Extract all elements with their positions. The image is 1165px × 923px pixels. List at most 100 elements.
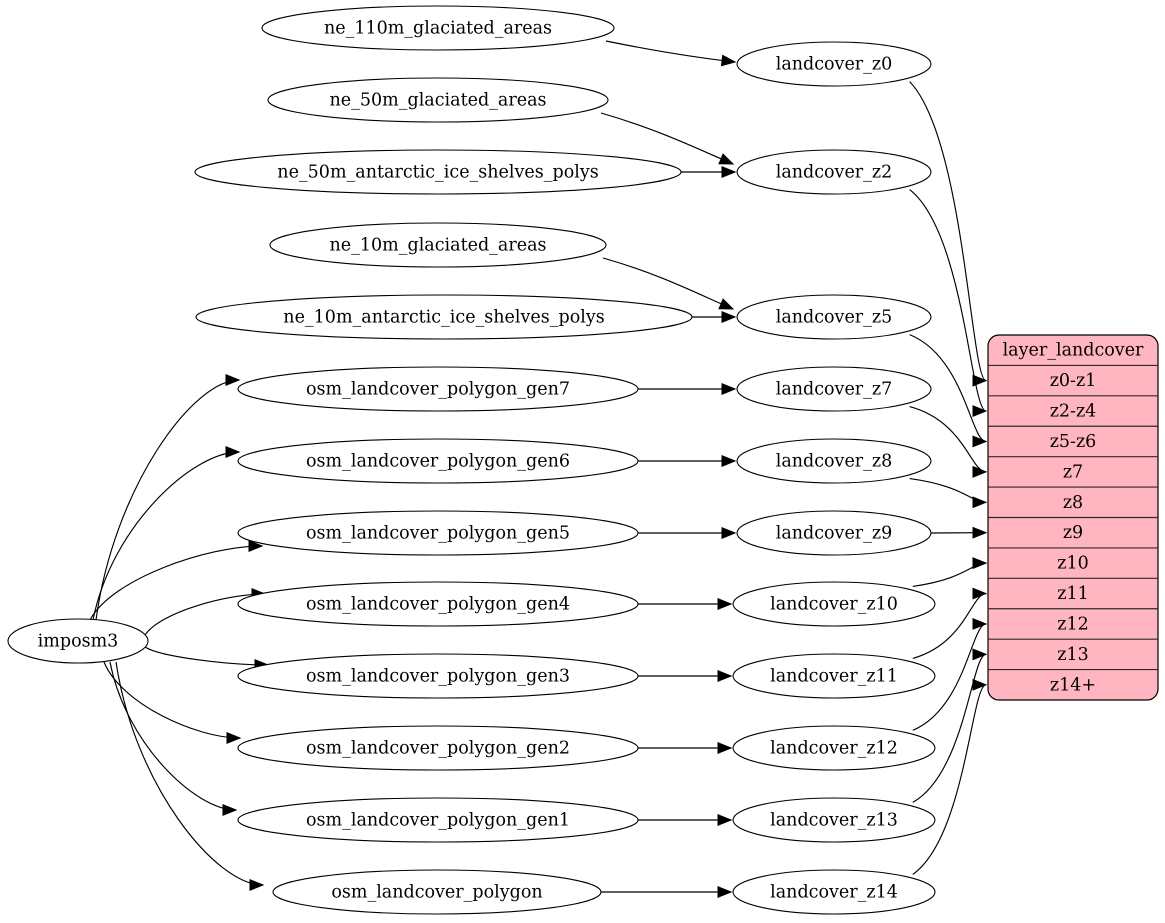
- edge-arrowhead: [249, 879, 265, 891]
- node-label: osm_landcover_polygon_gen3: [306, 667, 570, 687]
- table-row[interactable]: z13: [988, 638, 1158, 665]
- node-label: osm_landcover_polygon_gen2: [306, 739, 570, 759]
- edge-arrowhead: [972, 648, 988, 661]
- table-row[interactable]: z12: [988, 608, 1158, 635]
- node-ellipse-shape: [269, 222, 607, 268]
- node-ellipse-shape: [736, 510, 932, 556]
- node-landcover_z5[interactable]: landcover_z5: [736, 294, 932, 340]
- table-row-label: z2-z4: [1050, 402, 1097, 422]
- table-row[interactable]: z7: [988, 456, 1158, 483]
- node-ellipse-shape: [736, 438, 932, 484]
- node-ellipse-shape: [261, 5, 615, 51]
- node-ellipse-shape: [736, 366, 932, 412]
- table-row-label: z0-z1: [1050, 371, 1097, 391]
- node-ellipse-shape: [732, 869, 936, 915]
- edge-arrowhead: [718, 298, 735, 310]
- table-row-label: z14+: [1050, 675, 1096, 695]
- table-row-label: z10: [1057, 554, 1089, 574]
- node-label: osm_landcover_polygon_gen6: [306, 452, 570, 472]
- node-osm_landcover_polygon_gen5[interactable]: osm_landcover_polygon_gen5: [237, 510, 639, 556]
- edge-arrowhead: [972, 405, 988, 417]
- node-ne_10m_antarctic_ice_shelves_polys[interactable]: ne_10m_antarctic_ice_shelves_polys: [195, 294, 693, 340]
- edge-arrowhead: [972, 465, 988, 478]
- node-ne_50m_antarctic_ice_shelves_polys[interactable]: ne_50m_antarctic_ice_shelves_polys: [194, 149, 682, 195]
- node-osm_landcover_polygon_gen6[interactable]: osm_landcover_polygon_gen6: [237, 438, 639, 484]
- node-ellipse-shape: [732, 725, 936, 771]
- edge-arrowhead: [972, 678, 988, 691]
- edge-arrowhead: [717, 670, 733, 682]
- table-row[interactable]: z8: [988, 486, 1158, 513]
- edge-landcover_z2-to-table-row-1: [909, 189, 987, 412]
- table-row[interactable]: z14+: [988, 668, 1158, 696]
- table-row[interactable]: z0-z1: [988, 364, 1158, 391]
- node-osm_landcover_polygon_gen4[interactable]: osm_landcover_polygon_gen4: [237, 581, 639, 627]
- edge-imposm3-to-osm_landcover_polygon_gen3: [144, 646, 269, 666]
- node-label: osm_landcover_polygon_gen1: [306, 811, 570, 831]
- edges-layer: [89, 40, 988, 898]
- node-ellipse-shape: [237, 725, 639, 771]
- node-landcover_z9[interactable]: landcover_z9: [736, 510, 932, 556]
- edge-arrowhead: [972, 618, 988, 630]
- node-landcover_z8[interactable]: landcover_z8: [736, 438, 932, 484]
- edge-arrowhead: [972, 496, 988, 509]
- node-osm_landcover_polygon_gen2[interactable]: osm_landcover_polygon_gen2: [237, 725, 639, 771]
- table-row[interactable]: z10: [988, 547, 1158, 574]
- edge-landcover_z0-to-table-row-0: [909, 81, 987, 382]
- node-landcover_z10[interactable]: landcover_z10: [732, 581, 936, 627]
- table-row[interactable]: z5-z6: [988, 425, 1158, 452]
- edge-arrowhead: [222, 804, 238, 816]
- table-header-label: layer_landcover: [1003, 341, 1144, 361]
- edge-imposm3-to-osm_landcover_polygon_gen2: [103, 661, 241, 739]
- edge-imposm3-to-osm_landcover_polygon_gen6: [92, 451, 240, 621]
- node-landcover_z2[interactable]: landcover_z2: [736, 149, 932, 195]
- node-ne_10m_glaciated_areas[interactable]: ne_10m_glaciated_areas: [269, 222, 607, 268]
- node-label: landcover_z11: [770, 667, 898, 687]
- node-landcover_z12[interactable]: landcover_z12: [732, 725, 936, 771]
- table-row[interactable]: z11: [988, 577, 1158, 604]
- node-label: osm_landcover_polygon: [331, 883, 542, 903]
- edge-arrowhead: [972, 587, 988, 600]
- node-landcover_z0[interactable]: landcover_z0: [736, 41, 932, 87]
- node-landcover_z11[interactable]: landcover_z11: [732, 653, 936, 699]
- table-row-label: z5-z6: [1050, 432, 1097, 452]
- node-landcover_z14[interactable]: landcover_z14: [732, 869, 936, 915]
- node-landcover_z7[interactable]: landcover_z7: [736, 366, 932, 412]
- node-ellipse-shape: [237, 510, 639, 556]
- node-ellipse-shape: [194, 149, 682, 195]
- node-landcover_z13[interactable]: landcover_z13: [732, 797, 936, 843]
- node-osm_landcover_polygon_gen1[interactable]: osm_landcover_polygon_gen1: [237, 797, 639, 843]
- node-label: landcover_z12: [770, 739, 898, 759]
- layer-landcover-table[interactable]: layer_landcover z0-z1 z2-z4 z5-z6 z7 z8 z9 z10 z…: [987, 334, 1159, 701]
- node-osm_landcover_polygon_gen3[interactable]: osm_landcover_polygon_gen3: [237, 653, 639, 699]
- edge-arrowhead: [717, 598, 733, 610]
- node-label: landcover_z7: [776, 380, 893, 400]
- edge-arrowhead: [717, 886, 733, 898]
- edge-imposm3-to-osm_landcover_polygon_gen1: [109, 661, 237, 811]
- node-ellipse-shape: [736, 294, 932, 340]
- node-osm_landcover_polygon_gen7[interactable]: osm_landcover_polygon_gen7: [237, 366, 639, 412]
- table-row[interactable]: z2-z4: [988, 395, 1158, 422]
- node-label: landcover_z9: [776, 524, 893, 544]
- node-label: landcover_z2: [776, 163, 893, 183]
- node-label: ne_110m_glaciated_areas: [324, 19, 552, 39]
- node-label: landcover_z10: [770, 595, 898, 615]
- edge-arrowhead: [225, 374, 241, 386]
- node-label: ne_50m_antarctic_ice_shelves_polys: [277, 163, 598, 183]
- node-ne_50m_glaciated_areas[interactable]: ne_50m_glaciated_areas: [267, 77, 609, 123]
- edge-imposm3-to-osm_landcover_polygon_gen5: [89, 545, 263, 621]
- node-osm_landcover_polygon[interactable]: osm_landcover_polygon: [272, 869, 602, 915]
- table-row-label: z11: [1057, 584, 1089, 604]
- node-ne_110m_glaciated_areas[interactable]: ne_110m_glaciated_areas: [261, 5, 615, 51]
- edge-ne50mglac-to-z2: [600, 112, 734, 165]
- edge-arrowhead: [972, 374, 988, 387]
- node-imposm3[interactable]: imposm3: [7, 618, 149, 664]
- node-label: landcover_z13: [770, 811, 898, 831]
- node-label: landcover_z14: [770, 883, 898, 903]
- edge-arrowhead: [248, 540, 264, 552]
- node-ellipse-shape: [237, 797, 639, 843]
- edge-landcover_z14-to-table-row-10: [912, 684, 987, 875]
- table-row[interactable]: z9: [988, 516, 1158, 544]
- edge-arrowhead: [717, 814, 733, 826]
- edge-arrowhead: [721, 383, 737, 395]
- table-row-label: z12: [1057, 614, 1089, 634]
